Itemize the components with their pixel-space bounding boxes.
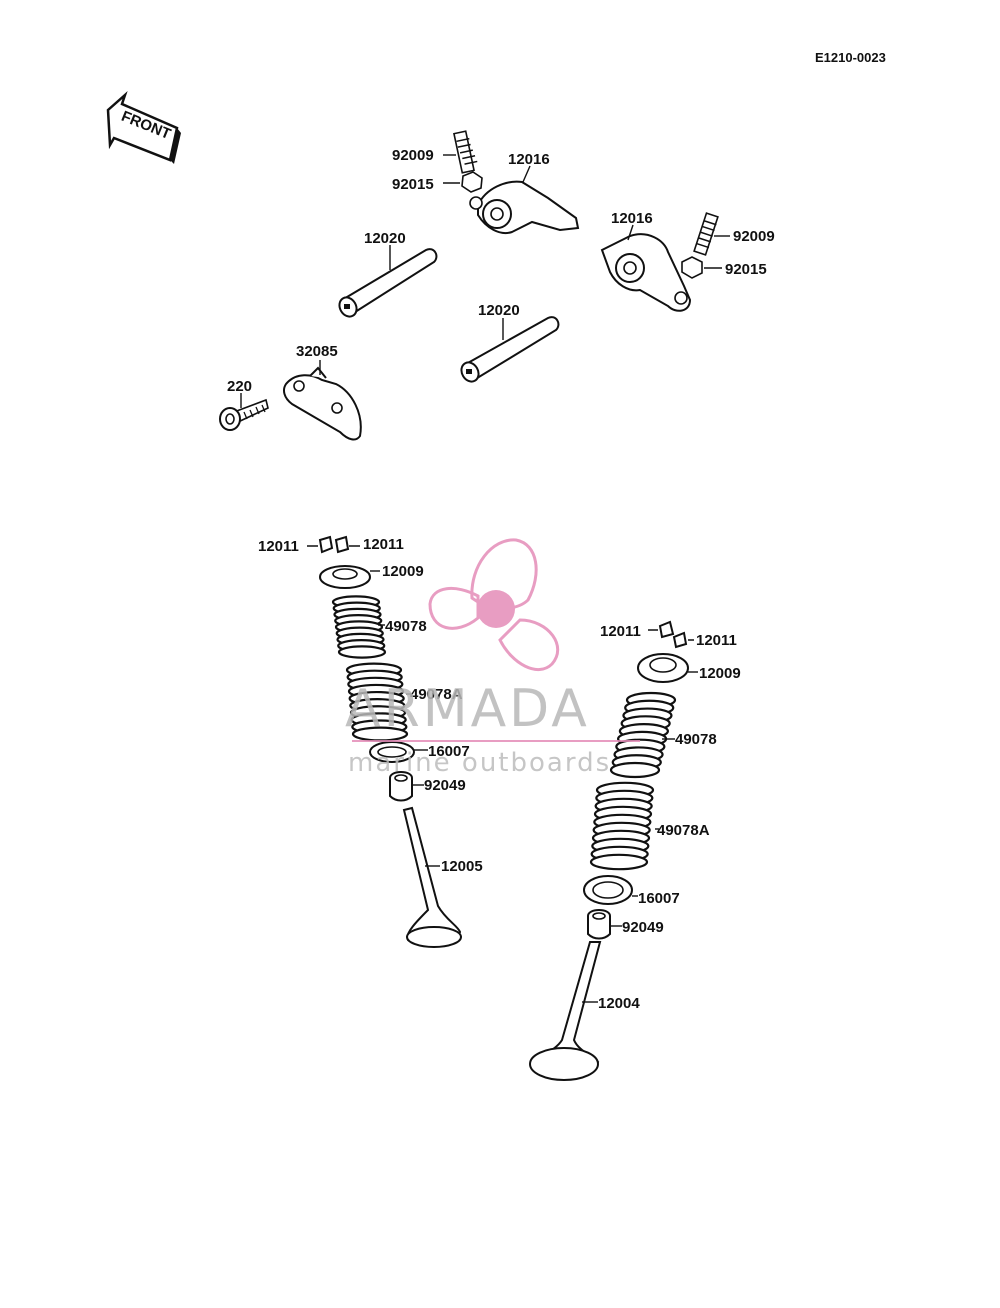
watermark-brand: ARMADA <box>345 679 590 739</box>
label-16007-l: 16007 <box>428 743 470 760</box>
front-arrow-icon: FRONT <box>106 90 181 164</box>
collet-right <box>658 620 688 649</box>
nut-a <box>461 171 483 193</box>
label-12009-r: 12009 <box>699 665 741 682</box>
spring-seat-right <box>583 875 633 905</box>
watermark: ARMADA marine outboards <box>345 538 640 778</box>
label-12011-r2: 12011 <box>696 632 737 649</box>
label-92015-b: 92015 <box>725 261 767 278</box>
label-92049-r: 92049 <box>622 919 664 936</box>
spring-coil <box>609 761 661 779</box>
label-12009-l: 12009 <box>382 563 424 580</box>
label-220: 220 <box>227 378 252 395</box>
label-12016-a: 12016 <box>508 151 550 168</box>
intake-valve <box>529 941 602 1081</box>
label-12020-a: 12020 <box>364 230 406 247</box>
label-12005: 12005 <box>441 858 483 875</box>
label-12011-l1: 12011 <box>258 538 299 555</box>
label-49078A-r: 49078A <box>657 822 710 839</box>
rocker-shaft-b <box>460 316 560 383</box>
rocker-shaft-a <box>338 248 438 318</box>
label-92015-a: 92015 <box>392 176 434 193</box>
label-16007-r: 16007 <box>638 890 680 907</box>
label-92009-a: 92009 <box>392 147 434 164</box>
collet-left <box>318 535 350 554</box>
valve-seal-left <box>389 771 413 802</box>
exhaust-valve <box>402 806 462 948</box>
rocker-arm-b <box>600 233 692 312</box>
bolt-220 <box>219 398 269 431</box>
label-49078-r: 49078 <box>675 731 717 748</box>
label-12016-b: 12016 <box>611 210 653 227</box>
label-12004: 12004 <box>598 995 640 1012</box>
spring-inner-left <box>331 595 387 659</box>
label-92049-l: 92049 <box>424 777 466 794</box>
spring-inner-right <box>609 691 677 779</box>
valve-seal-right <box>587 909 611 940</box>
label-92009-b: 92009 <box>733 228 775 245</box>
spring-outer-left <box>345 662 409 742</box>
label-12020-b: 12020 <box>478 302 520 319</box>
watermark-tagline: marine outboards <box>348 748 611 778</box>
label-12011-l2: 12011 <box>363 536 404 553</box>
label-49078-l: 49078 <box>385 618 427 635</box>
retainer-plate <box>283 366 362 441</box>
spring-coil <box>337 645 387 659</box>
propeller-logo-icon <box>428 538 560 671</box>
diagram-code: E1210-0023 <box>815 50 886 65</box>
adjusting-screw-a <box>453 130 478 174</box>
spring-outer-right <box>589 781 655 871</box>
spring-seat-left <box>369 741 415 763</box>
adjusting-screw-b <box>693 212 719 256</box>
label-49078A-l: 49078A <box>410 686 463 703</box>
nut-b <box>681 256 703 279</box>
label-32085: 32085 <box>296 343 338 360</box>
spring-retainer-right <box>637 653 689 683</box>
label-12011-r1: 12011 <box>600 623 641 640</box>
spring-coil <box>589 853 649 871</box>
spring-retainer-left <box>319 565 371 589</box>
rocker-arm-a <box>469 180 580 234</box>
